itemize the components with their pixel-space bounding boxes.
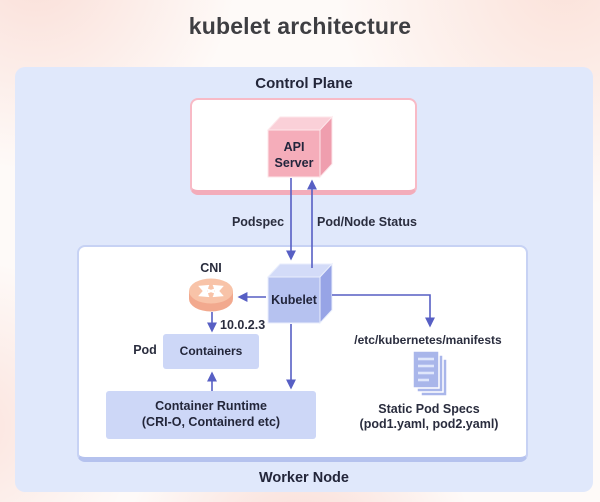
pod-label: Pod [133, 343, 157, 357]
cni-ip-label: 10.0.2.3 [220, 318, 266, 332]
control-plane-label: Control Plane [255, 75, 353, 92]
api-server-label: API Server [274, 140, 314, 170]
kubelet-label: Kubelet [271, 293, 317, 307]
manifests-path-label: /etc/kubernetes/manifests [354, 333, 502, 347]
page-title: kubelet architecture [188, 13, 412, 39]
podspec-edge-label: Podspec [231, 215, 285, 229]
container-runtime-node: Container Runtime (CRI-O, Containerd etc… [106, 391, 316, 439]
container-runtime-line2: (CRI-O, Containerd etc) [141, 415, 281, 429]
static-pod-specs-label: Static Pod Specs (pod1.yaml, pod2.yaml) [360, 402, 499, 432]
cni-label: CNI [200, 261, 222, 275]
containers-label: Containers [179, 344, 243, 358]
pod-node-status-edge-label: Pod/Node Status [316, 215, 418, 229]
static-pod-specs-line2: (pod1.yaml, pod2.yaml) [359, 416, 499, 431]
containers-node: Containers [163, 334, 259, 369]
container-runtime-line1: Container Runtime [155, 399, 267, 414]
static-pod-specs-line1: Static Pod Specs [378, 402, 480, 416]
worker-node-label: Worker Node [259, 470, 349, 486]
